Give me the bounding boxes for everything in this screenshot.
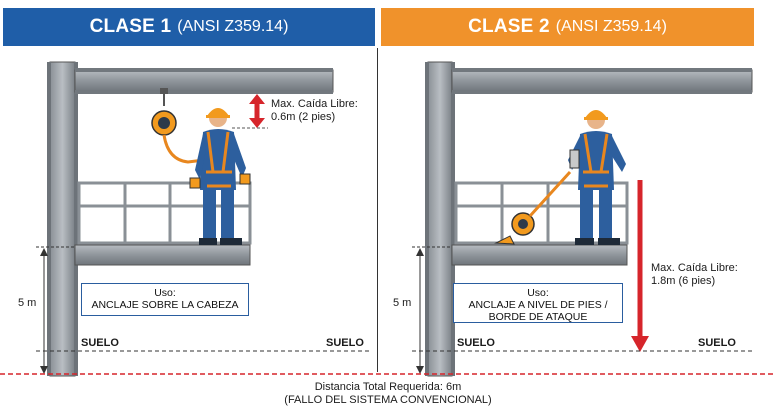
clase-1-fall-title: Max. Caída Libre: <box>271 98 358 110</box>
clase-1-use-label: Uso: <box>154 287 176 299</box>
steel-column-icon <box>49 61 76 377</box>
clase-1-floor-right: SUELO <box>326 337 364 349</box>
clase-2-use-box: Uso: ANCLAJE A NIVEL DE PIES / BORDE DE … <box>453 283 623 323</box>
fall-arrow-icon <box>249 94 265 128</box>
clase-1-fall-value: 0.6m (2 pies) <box>271 111 336 123</box>
steel-beam-icon <box>451 69 753 93</box>
guardrail-icon <box>454 181 629 245</box>
clase-2-fall-label: Max. Caída Libre: 1.8m (6 pies) <box>651 262 738 288</box>
platform-icon <box>74 244 251 266</box>
clase-1-title: CLASE 1 <box>89 16 172 37</box>
clase-2-floor-right: SUELO <box>698 337 736 349</box>
clase-1-use-text: ANCLAJE SOBRE LA CABEZA <box>91 299 239 311</box>
fall-arrow-icon <box>631 180 649 352</box>
footer-note: (FALLO DEL SISTEMA CONVENCIONAL) <box>284 394 492 406</box>
self-retracting-lifeline-icon <box>151 88 205 164</box>
clase-2-standard: (ANSI Z359.14) <box>555 18 667 35</box>
steel-beam-icon <box>74 69 334 93</box>
clase-2-use-label: Uso: <box>527 287 549 299</box>
clase-2-title: CLASE 2 <box>468 16 550 37</box>
clase-2-structure <box>412 61 753 377</box>
clase-1-floor-left: SUELO <box>81 337 119 349</box>
clase-1-header: CLASE 1 (ANSI Z359.14) <box>3 8 375 46</box>
clase-2-fall-value: 1.8m (6 pies) <box>651 275 716 287</box>
clase-2-height-label: 5 m <box>393 297 412 309</box>
worker-figure-icon <box>568 110 626 245</box>
footer-total-distance: Distancia Total Requerida: 6m <box>314 381 462 393</box>
steel-column-icon <box>427 61 453 377</box>
clase-1-standard: (ANSI Z359.14) <box>177 18 289 35</box>
clase-2-use-text-2: BORDE DE ATAQUE <box>488 311 588 323</box>
self-retracting-lifeline-icon <box>494 170 572 245</box>
clase-1-use-box: Uso: ANCLAJE SOBRE LA CABEZA <box>81 283 249 316</box>
clase-2-header: CLASE 2 (ANSI Z359.14) <box>381 8 754 46</box>
clase-2-floor-left: SUELO <box>457 337 495 349</box>
clase-1-fall-label: Max. Caída Libre: 0.6m (2 pies) <box>271 98 358 124</box>
platform-icon <box>451 244 628 266</box>
clase-1-structure <box>36 61 372 377</box>
worker-figure-icon <box>189 108 251 245</box>
clase-1-height-label: 5 m <box>18 297 37 309</box>
clase-2-use-text-1: ANCLAJE A NIVEL DE PIES / <box>468 299 608 311</box>
clase-2-fall-title: Max. Caída Libre: <box>651 262 738 274</box>
panel-divider <box>377 48 378 372</box>
